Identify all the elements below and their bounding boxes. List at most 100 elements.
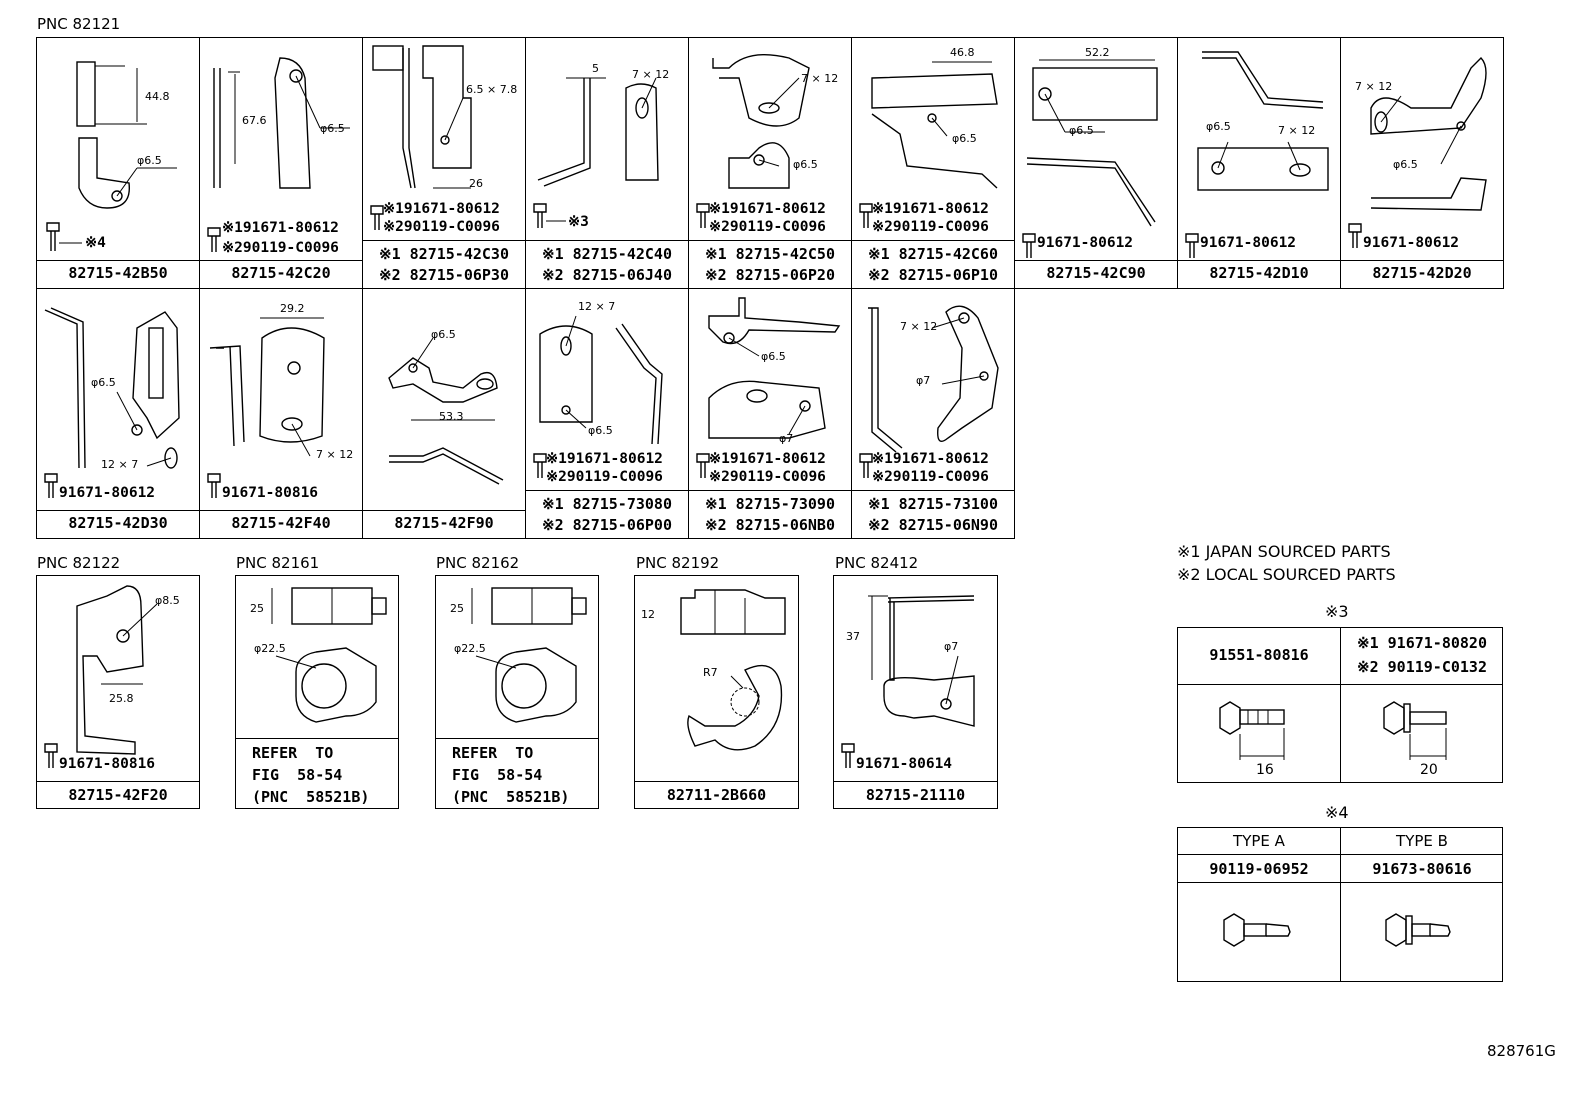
part-cell-42C20[interactable]: 67.6 φ6.5 ※191671-80612 ※290119-C0096 82… [200,38,363,289]
part-cell-42D20[interactable]: 7 × 12 φ6.5 91671-80612 82715-42D20 [1341,38,1504,289]
part-cell-42F20[interactable]: φ8.5 25.8 91671-80816 82715-42F20 [36,575,200,809]
dim-label: 7 × 12 [632,68,670,81]
part-number: 82711-2B660 [666,786,767,804]
clamp-cell-82192[interactable]: 12 R7 82711-2B660 [634,575,799,809]
bolt-label: 91671-80816 [59,756,156,772]
clamp-drawing [680,589,786,751]
dim-label: φ22.5 [254,642,286,655]
dim-label: φ6.5 [431,328,456,341]
dim-label: 7 × 12 [1278,124,1316,137]
dim-label: 26 [469,177,483,190]
dim-label: 25.8 [109,692,134,705]
dim-label: φ7 [916,374,931,387]
dim-label: 25 [450,602,464,615]
part-number: 82715-42D10 [1209,264,1309,282]
row1-grid: 44.8 φ6.5 ※4 82715-42B50 67.6 φ6.5 ※1916… [36,37,1504,289]
part-cell-42B50[interactable]: 44.8 φ6.5 ※4 82715-42B50 [37,38,200,289]
table4-title: ※4 [1325,803,1349,822]
dim-label: 12 × 7 [101,458,139,471]
part-number-2: ※2 82715-06P00 [542,516,672,534]
bolt-label: ※4 [85,235,106,251]
part-cell-42C90[interactable]: 52.2 φ6.5 91671-80612 82715-42C90 [1015,38,1178,289]
part-number-2: ※2 82715-06P30 [379,266,509,284]
part-cell-42C60[interactable]: 46.8 φ6.5 ※191671-80612 ※290119-C0096 ※1… [852,38,1015,289]
table3-left-dim: 16 [1256,762,1274,778]
clamp-drawing [271,587,387,723]
part-cell-73100[interactable]: 7 × 12 φ7 ※191671-80612 ※290119-C0096 ※1… [852,288,1015,539]
bracket-drawing [44,585,158,768]
pnc-label-82122: PNC 82122 [37,554,121,572]
part-cell-42C30[interactable]: 6.5 × 7.8 26 ※191671-80612 ※290119-C0096… [363,38,526,289]
table4: TYPE A TYPE B 90119-06952 91673-80616 [1177,827,1503,982]
bolt-label-2: ※290119-C0096 [383,219,500,235]
dim-label: 46.8 [950,46,975,59]
pnc-label-82192: PNC 82192 [636,554,720,572]
part-cell-21110[interactable]: 37 φ7 91671-80614 82715-21110 [833,575,998,809]
part-cell-42F90[interactable]: φ6.5 53.3 82715-42F90 [363,288,526,539]
table3-title: ※3 [1325,602,1349,621]
bolt-label: 91671-80614 [856,756,953,772]
bracket-drawing [1348,57,1487,248]
bolt-label-2: ※290119-C0096 [709,469,826,485]
part-number-1: ※1 82715-42C40 [542,245,672,263]
dim-label: φ22.5 [454,642,486,655]
bolt-label: 91671-80612 [1037,235,1134,251]
pnc-label-82161: PNC 82161 [236,554,320,572]
part-cell-42C50[interactable]: 7 × 12 φ6.5 ※191671-80612 ※290119-C0096 … [689,38,852,289]
part-number: 82715-42C20 [231,264,331,282]
part-cell-73090[interactable]: φ6.5 φ7 ※191671-80612 ※290119-C0096 ※1 8… [689,288,852,539]
part-number: 82715-42D20 [1372,264,1472,282]
part-number-1: ※1 82715-42C30 [379,245,509,263]
clamp-cell-82162[interactable]: 25 φ22.5 REFER TO FIG 58-54 (PNC 58521B) [435,575,599,809]
bolt-label: 91671-80816 [222,485,319,501]
bracket-drawing [696,297,841,478]
part-cell-73080[interactable]: 12 × 7 φ6.5 ※191671-80612 ※290119-C0096 … [526,288,689,539]
bolt-label-1: ※191671-80612 [872,451,989,467]
bracket-drawing [46,61,177,251]
dim-label: 7 × 12 [316,448,354,461]
bolt-label: 91671-80612 [1200,235,1297,251]
dim-label: φ7 [944,640,959,653]
part-number: 82715-42C90 [1046,264,1146,282]
dim-label: 67.6 [242,114,267,127]
part-number-1: ※1 82715-42C60 [868,245,998,263]
bolt-label-2: ※290119-C0096 [709,219,826,235]
part-cell-42D10[interactable]: φ6.5 7 × 12 91671-80612 82715-42D10 [1178,38,1341,289]
pnc-label-82121: PNC 82121 [37,15,121,33]
refer-note: REFER TO FIG 58-54 (PNC 58521B) [252,744,370,806]
part-number-2: ※2 82715-06NB0 [705,516,835,534]
dim-label: φ6.5 [320,122,345,135]
dim-label: 6.5 × 7.8 [466,83,518,96]
bracket-drawing [859,61,998,228]
part-number: 82715-42D30 [68,514,168,532]
dim-label: φ6.5 [952,132,977,145]
bolt-label-2: ※290119-C0096 [872,469,989,485]
dim-label: φ6.5 [1069,124,1094,137]
dim-label: 44.8 [145,90,170,103]
table4-part-b: 91673-80616 [1372,860,1472,878]
bolt-label-1: ※191671-80612 [546,451,663,467]
table3-right-part-2: ※2 90119-C0132 [1357,658,1487,676]
row2-grid: φ6.5 12 × 7 91671-80612 82715-42D30 29.2… [36,288,1016,539]
bracket-drawing [1185,51,1329,258]
table3-right-part-1: ※1 91671-80820 [1357,634,1487,652]
refer-note: REFER TO FIG 58-54 (PNC 58521B) [452,744,570,806]
bolt-label-1: ※191671-80612 [222,220,339,236]
part-cell-42C40[interactable]: 5 7 × 12 ※3 ※1 82715-42C40 ※2 82715-06J4… [526,38,689,289]
bolt-icon [1219,701,1447,760]
dim-label: φ6.5 [588,424,613,437]
dim-label: φ6.5 [793,158,818,171]
part-number-2: ※2 82715-06J40 [542,266,672,284]
dim-label: 7 × 12 [1355,80,1393,93]
part-number-2: ※2 82715-06N90 [868,516,998,534]
dim-label: 25 [250,602,264,615]
dim-label: φ6.5 [137,154,162,167]
part-number-1: ※1 82715-42C50 [705,245,835,263]
dim-label: 12 × 7 [578,300,616,313]
part-number-2: ※2 82715-06P10 [868,266,998,284]
part-cell-42D30[interactable]: φ6.5 12 × 7 91671-80612 82715-42D30 [37,288,200,539]
part-cell-42F40[interactable]: 29.2 7 × 12 91671-80816 82715-42F40 [200,288,363,539]
dim-label: 29.2 [280,302,305,315]
clamp-cell-82161[interactable]: 25 φ22.5 REFER TO FIG 58-54 (PNC 58521B) [235,575,399,809]
bolt-label-1: ※191671-80612 [383,201,500,217]
